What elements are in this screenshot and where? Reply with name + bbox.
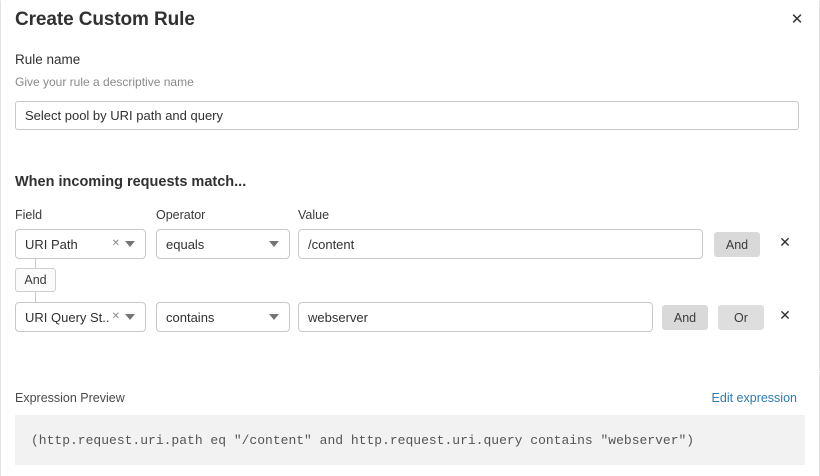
- column-header-operator: Operator: [156, 208, 206, 222]
- rule-name-input[interactable]: [15, 101, 799, 130]
- expression-preview-box: (http.request.uri.path eq "/content" and…: [15, 415, 805, 465]
- rule-name-label: Rule name: [15, 52, 81, 67]
- field-select-1[interactable]: URI Path ✕: [15, 229, 146, 259]
- chevron-down-icon: [125, 241, 135, 247]
- rule-name-hint: Give your rule a descriptive name: [15, 75, 194, 89]
- expression-preview-text: (http.request.uri.path eq "/content" and…: [31, 432, 695, 448]
- value-input-2[interactable]: [298, 302, 653, 332]
- edit-expression-link[interactable]: Edit expression: [711, 391, 797, 405]
- operator-select-2-label: contains: [166, 309, 215, 325]
- column-header-field: Field: [15, 208, 43, 222]
- page-title: Create Custom Rule: [15, 9, 195, 30]
- clear-x-icon[interactable]: ✕: [111, 311, 120, 322]
- delete-condition-2-icon[interactable]: ✕: [779, 308, 791, 324]
- column-header-value: Value: [298, 208, 330, 222]
- field-select-2-label: URI Query St...: [25, 309, 110, 325]
- clear-x-icon[interactable]: ✕: [111, 238, 120, 249]
- chevron-down-icon: [269, 241, 279, 247]
- and-button-row-1[interactable]: And: [714, 232, 760, 257]
- match-section-heading: When incoming requests match...: [15, 174, 247, 190]
- and-button-row-2[interactable]: And: [662, 305, 708, 330]
- field-select-1-label: URI Path: [25, 236, 78, 252]
- group-connector-and-badge[interactable]: And: [15, 268, 56, 292]
- condition-row: URI Query St... ✕ contains And Or ✕: [1, 302, 820, 332]
- section-divider: [1, 371, 820, 372]
- delete-condition-1-icon[interactable]: ✕: [779, 235, 791, 251]
- condition-row: URI Path ✕ equals And ✕: [1, 229, 820, 259]
- or-button-row-2[interactable]: Or: [718, 305, 764, 330]
- value-input-1[interactable]: [298, 229, 703, 259]
- operator-select-2[interactable]: contains: [156, 302, 290, 332]
- close-icon[interactable]: ✕: [790, 9, 804, 28]
- operator-select-1-label: equals: [166, 236, 205, 252]
- chevron-down-icon: [269, 314, 279, 320]
- chevron-down-icon: [125, 314, 135, 320]
- operator-select-1[interactable]: equals: [156, 229, 290, 259]
- expression-preview-label: Expression Preview: [15, 391, 125, 405]
- field-select-2[interactable]: URI Query St... ✕: [15, 302, 146, 332]
